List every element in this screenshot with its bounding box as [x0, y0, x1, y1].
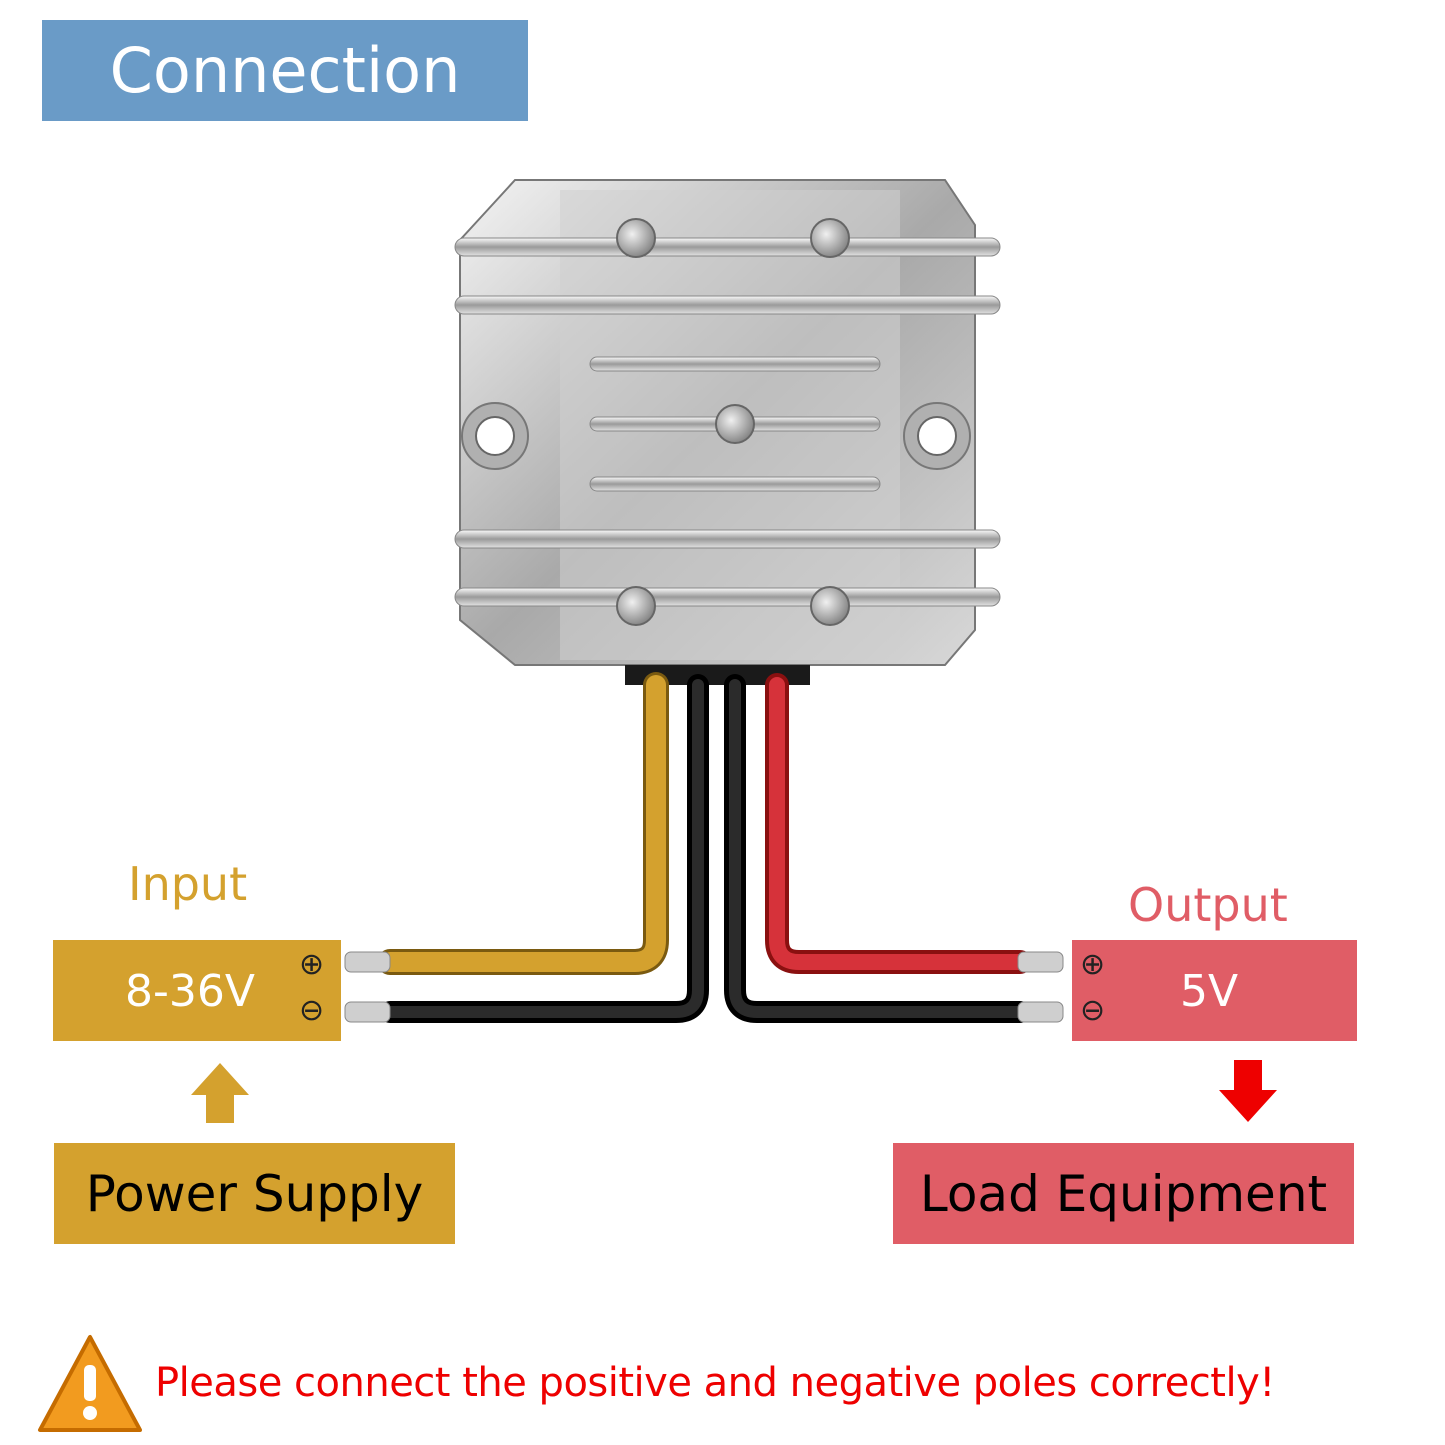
- output-plus-icon: ⊕: [1080, 947, 1106, 982]
- input-voltage: 8-36V: [125, 966, 255, 1017]
- up-arrow-icon: [191, 1063, 249, 1123]
- input-positive-wire: [377, 672, 669, 975]
- wires: [377, 672, 1032, 1023]
- load-equipment-label: Load Equipment: [919, 1164, 1328, 1223]
- power-supply-box: Power Supply: [54, 1143, 455, 1244]
- dc-converter-device: [454, 179, 1001, 685]
- load-equipment-box: Load Equipment: [893, 1143, 1354, 1244]
- input-voltage-box: 8-36V ⊕ ⊖: [53, 940, 341, 1041]
- wire-tips: [344, 951, 1064, 1023]
- section-title: Connection: [42, 20, 528, 121]
- output-positive-wire: [765, 673, 1032, 974]
- power-supply-label: Power Supply: [85, 1164, 424, 1223]
- output-voltage-box: ⊕ ⊖ 5V: [1072, 940, 1357, 1041]
- input-label: Input: [128, 857, 248, 911]
- warning-text: Please connect the positive and negative…: [155, 1360, 1275, 1406]
- warning-icon: [38, 1335, 142, 1432]
- down-arrow-icon: [1219, 1060, 1277, 1122]
- input-minus-icon: ⊖: [299, 993, 325, 1028]
- input-plus-icon: ⊕: [299, 947, 325, 982]
- output-voltage: 5V: [1180, 966, 1239, 1017]
- output-label: Output: [1128, 878, 1288, 932]
- output-minus-icon: ⊖: [1080, 993, 1106, 1028]
